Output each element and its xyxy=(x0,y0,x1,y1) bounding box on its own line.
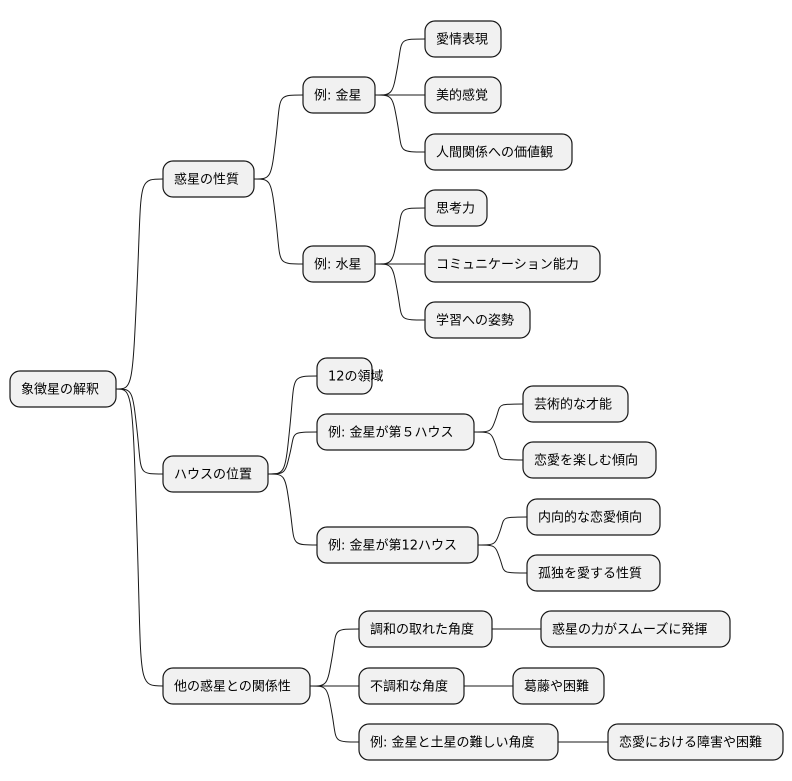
node-label: 人間関係への価値観 xyxy=(436,145,553,161)
node-2-0: 調和の取れた角度 xyxy=(358,610,493,648)
node-label: 例: 金星 xyxy=(314,88,362,104)
node-label: 思考力 xyxy=(436,202,475,217)
node-label: 例: 金星が第５ハウス xyxy=(328,425,454,441)
connector-node-0-0-0 xyxy=(374,38,426,96)
node-box xyxy=(522,385,629,423)
connector-node-1-2 xyxy=(267,473,318,546)
node-box xyxy=(424,189,488,227)
node-1: ハウスの位置 xyxy=(162,455,269,493)
node-0-0-2: 人間関係への価値観 xyxy=(424,133,573,171)
node-label: 内向的な恋愛傾向 xyxy=(538,510,642,526)
node-2-2: 例: 金星と土星の難しい角度 xyxy=(358,723,559,761)
node-box xyxy=(607,723,784,761)
node-0-1-1: コミュニケーション能力 xyxy=(424,245,601,283)
node-2-1-0: 葛藤や困難 xyxy=(512,667,605,705)
node-box xyxy=(9,370,117,408)
connector-node-0-1 xyxy=(253,178,304,265)
node-label: 恋愛を楽しむ傾向 xyxy=(534,453,638,469)
connector-node-1-2-1 xyxy=(477,544,528,574)
connector-lines xyxy=(115,38,608,743)
node-2-2-0: 恋愛における障害や困難 xyxy=(607,723,784,761)
node-box xyxy=(316,357,373,395)
node-label: 孤独を愛する性質 xyxy=(538,567,642,582)
node-box xyxy=(526,554,661,592)
root-node: 象徴星の解釈 xyxy=(9,370,117,408)
node-box xyxy=(316,526,479,564)
node-box xyxy=(526,498,661,536)
connector-node-1-0 xyxy=(267,375,318,475)
connector-node-1-1-1 xyxy=(473,431,524,461)
node-0-0-1: 美的感覚 xyxy=(424,76,502,114)
connector-node-1-1-0 xyxy=(473,403,524,433)
node-box xyxy=(424,245,601,283)
node-box xyxy=(358,610,493,648)
node-1-2: 例: 金星が第12ハウス xyxy=(316,526,479,564)
node-label: 惑星の性質 xyxy=(174,172,239,188)
connector-node-2 xyxy=(115,388,164,687)
node-0-0: 例: 金星 xyxy=(302,76,376,114)
node-1-1: 例: 金星が第５ハウス xyxy=(316,413,475,451)
connector-node-0-1-2 xyxy=(374,263,426,321)
node-box xyxy=(424,20,502,58)
node-0: 惑星の性質 xyxy=(162,160,255,198)
node-1-2-0: 内向的な恋愛傾向 xyxy=(526,498,661,536)
node-2-0-0: 惑星の力がスムーズに発揮 xyxy=(540,610,731,648)
node-2: 他の惑星との関係性 xyxy=(162,667,311,705)
node-label: 例: 金星が第12ハウス xyxy=(328,538,457,554)
node-1-1-0: 芸術的な才能 xyxy=(522,385,629,423)
node-label: 芸術的な才能 xyxy=(534,397,612,413)
node-label: 他の惑星との関係性 xyxy=(174,679,291,695)
node-label: ハウスの位置 xyxy=(174,468,252,483)
connector-node-0-0-2 xyxy=(374,94,426,153)
node-box xyxy=(540,610,731,648)
node-box xyxy=(302,245,376,283)
node-box xyxy=(162,160,255,198)
node-0-0-0: 愛情表現 xyxy=(424,20,502,58)
node-0-1-2: 学習への姿勢 xyxy=(424,301,531,339)
connector-node-0 xyxy=(115,178,164,390)
connector-node-2-0 xyxy=(309,628,360,687)
node-0-1: 例: 水星 xyxy=(302,245,376,283)
node-label: 美的感覚 xyxy=(436,88,488,104)
node-box xyxy=(162,667,311,705)
node-box xyxy=(162,455,269,493)
connector-node-0-1-0 xyxy=(374,207,426,265)
node-box xyxy=(358,723,559,761)
node-label: 12の領域 xyxy=(328,369,384,385)
node-label: 例: 水星 xyxy=(314,258,362,273)
node-box xyxy=(424,133,573,171)
node-1-0: 12の領域 xyxy=(316,357,384,395)
node-box xyxy=(424,76,502,114)
connector-node-1-1 xyxy=(267,431,318,475)
node-box xyxy=(512,667,605,705)
node-label: 例: 金星と土星の難しい角度 xyxy=(370,735,535,751)
node-label: 象徴星の解釈 xyxy=(21,383,99,398)
connector-node-1 xyxy=(115,388,164,475)
node-label: 不調和な角度 xyxy=(370,679,448,695)
connector-node-0-0 xyxy=(253,94,304,180)
node-2-1: 不調和な角度 xyxy=(358,667,465,705)
node-label: 惑星の力がスムーズに発揮 xyxy=(552,622,707,638)
node-label: 学習への姿勢 xyxy=(436,313,514,329)
node-label: 調和の取れた角度 xyxy=(370,622,474,638)
node-box xyxy=(424,301,531,339)
node-label: 恋愛における障害や困難 xyxy=(619,735,762,751)
node-label: 愛情表現 xyxy=(436,33,488,48)
node-1-2-1: 孤独を愛する性質 xyxy=(526,554,661,592)
node-box xyxy=(522,441,657,479)
connector-node-1-2-0 xyxy=(477,516,528,546)
node-box xyxy=(358,667,465,705)
node-0-1-0: 思考力 xyxy=(424,189,488,227)
node-box xyxy=(302,76,376,114)
connector-node-2-2 xyxy=(309,685,360,743)
node-label: コミュニケーション能力 xyxy=(436,258,579,273)
node-label: 葛藤や困難 xyxy=(524,680,589,695)
node-1-1-1: 恋愛を楽しむ傾向 xyxy=(522,441,657,479)
node-box xyxy=(316,413,475,451)
